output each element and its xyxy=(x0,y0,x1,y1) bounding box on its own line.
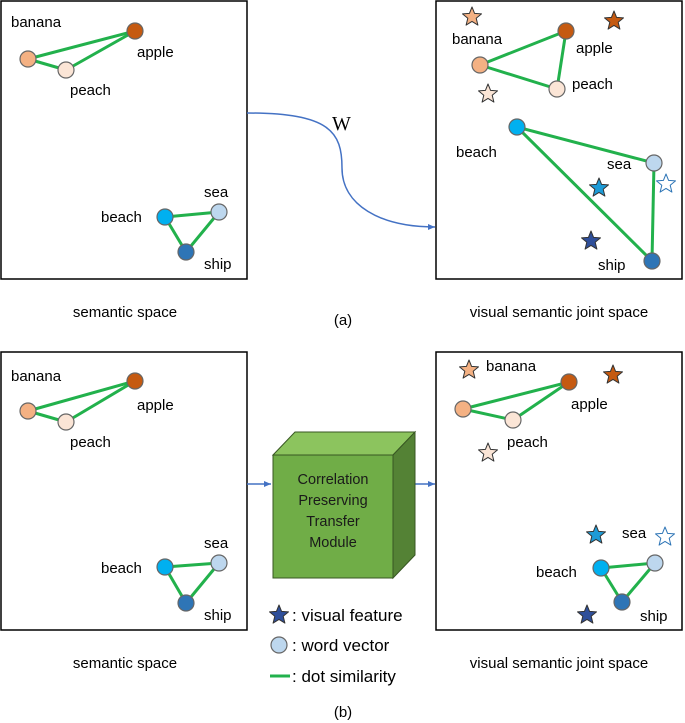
a-right-banana-label: banana xyxy=(452,31,503,48)
w-mapping-arrow xyxy=(246,112,436,230)
panel-a-label: (a) xyxy=(334,312,352,329)
b-right-ship-label: ship xyxy=(640,608,668,625)
a-right-sea-label: sea xyxy=(607,156,632,173)
b-right-beach-node xyxy=(592,559,610,577)
b-left-ship-label: ship xyxy=(204,607,232,624)
panel-b-label: (b) xyxy=(334,704,352,721)
panel-b-semantic-box xyxy=(0,351,248,631)
module-text-line-4: Module xyxy=(309,535,357,551)
a-left-banana-node xyxy=(19,50,37,68)
a-left-peach-label: peach xyxy=(70,82,111,99)
legend-word-vector-icon xyxy=(270,636,288,654)
correlation-preserving-transfer-module: Correlation Preserving Transfer Module xyxy=(271,430,417,580)
legend-dot-similarity-label: : dot similarity xyxy=(292,667,396,686)
a-right-banana-node xyxy=(471,56,489,74)
panel-a-joint-box xyxy=(435,0,683,280)
a-left-sea-label: sea xyxy=(204,184,229,201)
b-right-banana-label: banana xyxy=(486,358,537,375)
b-left-peach-label: peach xyxy=(70,434,111,451)
b-left-sea-node xyxy=(210,554,228,572)
b-left-banana-node xyxy=(19,402,37,420)
module-text-line-2: Preserving xyxy=(298,493,367,509)
b-right-peach-node xyxy=(504,411,522,429)
a-right-ship-label: ship xyxy=(598,257,626,274)
a-right-ship-node xyxy=(643,252,661,270)
b-right-ship-node xyxy=(613,593,631,611)
module-text-line-3: Transfer xyxy=(306,514,360,530)
b-left-beach-label: beach xyxy=(101,560,142,577)
a-right-beach-label: beach xyxy=(456,144,497,161)
panel-b-joint-box xyxy=(435,351,683,631)
a-left-beach-label: beach xyxy=(101,209,142,226)
a-left-apple-label: apple xyxy=(137,44,174,61)
b-left-beach-node xyxy=(156,558,174,576)
a-left-peach-node xyxy=(57,61,75,79)
b-right-caption: visual semantic joint space xyxy=(470,655,648,672)
b-right-banana-node xyxy=(454,400,472,418)
legend-word-vector-label: : word vector xyxy=(292,636,390,655)
panel-a-right-edges xyxy=(479,29,656,263)
a-right-sea-node xyxy=(645,154,663,172)
a-right-caption: visual semantic joint space xyxy=(470,304,648,321)
legend-visual-feature-star-icon xyxy=(269,604,289,624)
b-left-banana-label: banana xyxy=(11,368,62,385)
b-right-peach-label: peach xyxy=(507,434,548,451)
b-left-apple-node xyxy=(126,372,144,390)
a-left-banana-label: banana xyxy=(11,14,62,31)
b-right-beach-label: beach xyxy=(536,564,577,581)
cube-top-face xyxy=(271,431,417,456)
b-left-caption: semantic space xyxy=(73,655,177,672)
b-left-sea-label: sea xyxy=(204,535,229,552)
a-right-peach-label: peach xyxy=(572,76,613,93)
a-left-sea-node xyxy=(210,203,228,221)
a-left-ship-label: ship xyxy=(204,256,232,273)
a-left-ship-node xyxy=(177,243,195,261)
a-right-apple-label: apple xyxy=(576,40,613,57)
a-left-beach-node xyxy=(156,208,174,226)
b-right-apple-node xyxy=(560,373,578,391)
w-label: W xyxy=(332,113,351,135)
b-right-apple-label: apple xyxy=(571,396,608,413)
legend-visual-feature-label: : visual feature xyxy=(292,606,403,625)
a-right-peach-node xyxy=(548,80,566,98)
b-right-sea-label: sea xyxy=(622,525,647,542)
a-left-apple-node xyxy=(126,22,144,40)
b-left-apple-label: apple xyxy=(137,397,174,414)
panel-a-semantic-box xyxy=(0,0,248,280)
a-right-beach-node xyxy=(508,118,526,136)
b-right-sea-node xyxy=(646,554,664,572)
a-right-apple-node xyxy=(557,22,575,40)
b-left-ship-node xyxy=(177,594,195,612)
module-text-line-1: Correlation xyxy=(298,472,369,488)
a-left-caption: semantic space xyxy=(73,304,177,321)
b-left-peach-node xyxy=(57,413,75,431)
cube-side-face xyxy=(392,430,416,580)
cube-front-face xyxy=(272,454,394,579)
legend: : visual feature : word vector : dot sim… xyxy=(269,604,403,686)
